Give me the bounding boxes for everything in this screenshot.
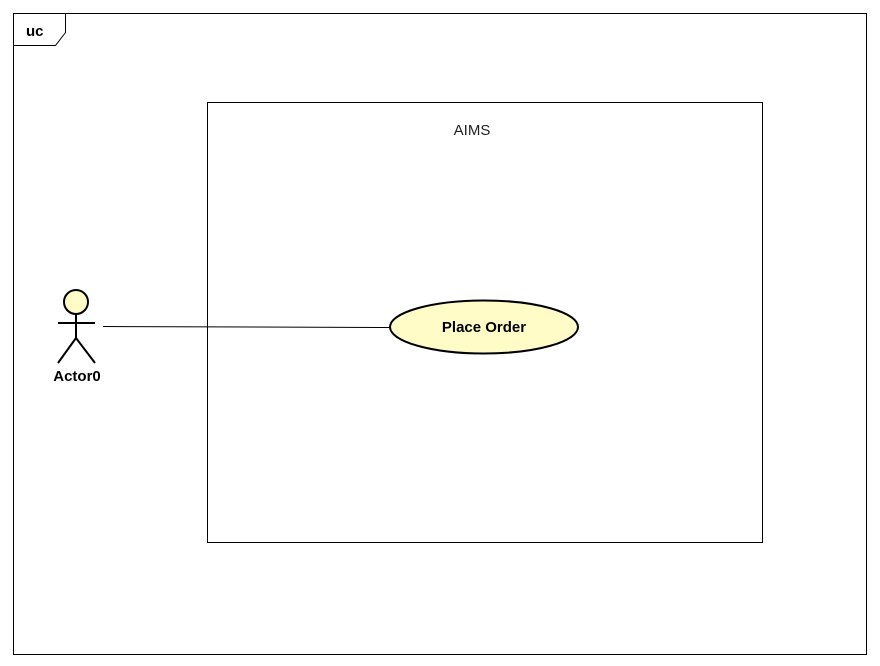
actor-head (63, 289, 89, 315)
actor-right-leg (75, 337, 96, 364)
frame-tag (13, 13, 66, 46)
association-line[interactable] (102, 326, 391, 328)
actor-left-leg (57, 337, 77, 364)
system-name: AIMS (454, 122, 491, 139)
actor-name: Actor0 (53, 368, 101, 385)
use-case-ellipse[interactable] (389, 299, 579, 355)
actor-figure[interactable] (57, 289, 96, 364)
frame-label: uc (26, 23, 44, 40)
use-case-place-order[interactable]: Place Order (389, 299, 579, 355)
use-case-label: Place Order (442, 319, 526, 336)
